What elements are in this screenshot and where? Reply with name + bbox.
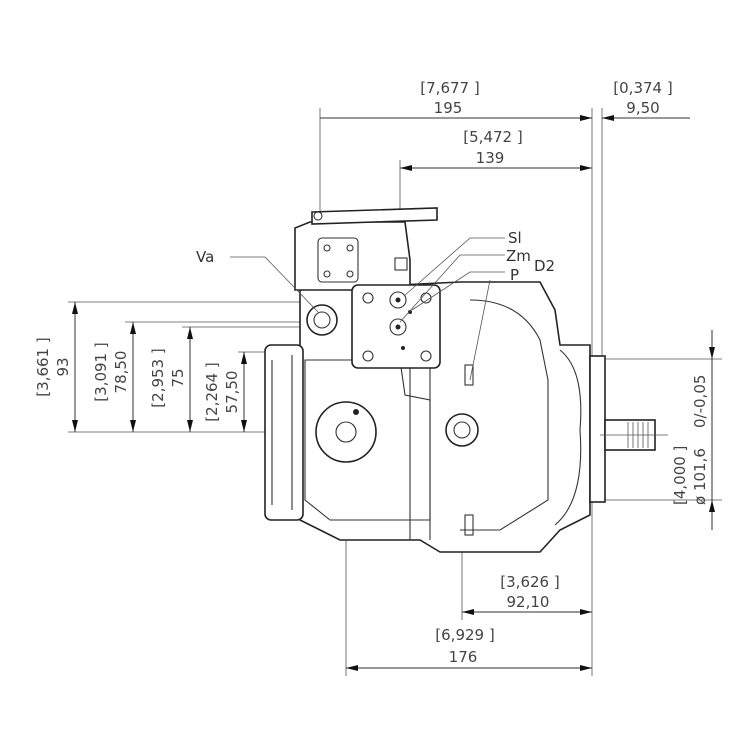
dim-195-inch: [7,677 ] (420, 79, 479, 97)
dim-950-mm: 9,50 (626, 99, 659, 117)
dim-176-inch: [6,929 ] (435, 626, 494, 644)
leader-lines (230, 237, 505, 381)
control-block (294, 207, 438, 291)
dim-5750-mm: 57,50 (223, 371, 241, 414)
dim-139-inch: [5,472 ] (463, 128, 522, 146)
dim-75-mm: 75 (169, 368, 187, 387)
lever (311, 207, 438, 225)
dim-1016-inch: [4,000 ] (671, 446, 689, 505)
dim-195-mm: 195 (434, 99, 463, 117)
port-label-zm: Zm (506, 247, 531, 265)
dim-9210-inch: [3,626 ] (500, 573, 559, 591)
dim-1016-mm: ø 101,6 (691, 448, 709, 505)
dim-139-mm: 139 (476, 149, 505, 167)
dim-9210-mm: 92,10 (507, 593, 550, 611)
dim-93-inch: [3,661 ] (34, 337, 52, 396)
valve-plate (351, 284, 441, 369)
drive-shaft (600, 419, 668, 451)
dim-1016-tolerance: 0/-0,05 (691, 375, 709, 428)
dim-950-inch: [0,374 ] (613, 79, 672, 97)
port-label-va: Va (196, 248, 214, 266)
port-label-sl: Sl (508, 229, 522, 247)
dim-7850-inch: [3,091 ] (92, 342, 110, 401)
dim-176-mm: 176 (449, 648, 478, 666)
dimension-lines (72, 115, 715, 671)
dim-7850-mm: 78,50 (112, 351, 130, 394)
dim-93-mm: 93 (54, 357, 72, 376)
port-label-p: P (510, 266, 519, 284)
ports (306, 304, 479, 463)
port-label-d2: D2 (534, 257, 555, 275)
dim-5750-inch: [2,264 ] (203, 362, 221, 421)
dim-75-inch: [2,953 ] (149, 348, 167, 407)
